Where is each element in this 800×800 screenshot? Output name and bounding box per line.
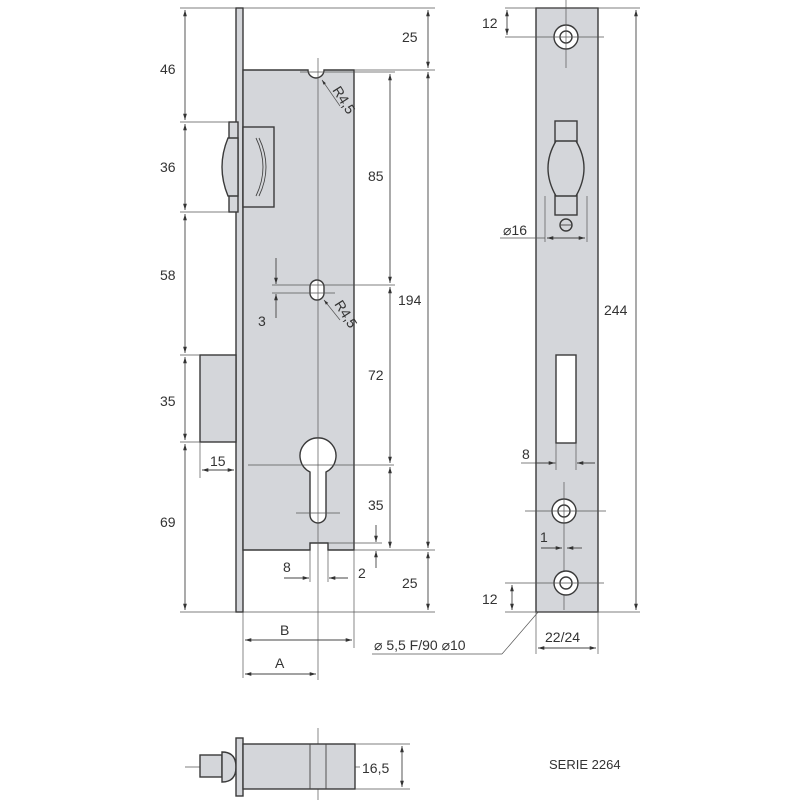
left-dimensions: 46 36 58 35 69 15 [160, 7, 236, 613]
dim-12-top: 12 [482, 15, 498, 31]
bottom-faceplate [235, 737, 244, 797]
dim-3: 3 [258, 313, 266, 329]
dim-8-front: 8 [283, 559, 291, 575]
dim-58: 58 [160, 267, 176, 283]
dim-244: 244 [604, 302, 628, 318]
latch-housing [242, 126, 275, 208]
dim-85: 85 [368, 168, 384, 184]
dim-25-bottom: 25 [402, 575, 418, 591]
dim-16-5: 16,5 [362, 760, 389, 776]
side-dimensions: 12 244 12 22/24 [482, 7, 640, 654]
dim-36: 36 [160, 159, 176, 175]
screw-spec: ⌀ 5,5 F/90 ⌀10 [374, 637, 466, 653]
dim-d16: ⌀16 [503, 222, 527, 238]
backset-dimensions: B A [242, 550, 355, 678]
dim-22-24: 22/24 [545, 629, 580, 645]
middle-slot [309, 279, 325, 301]
bottom-body [242, 743, 356, 790]
dim-2: 2 [358, 565, 366, 581]
bottom-latch-stub [199, 754, 223, 778]
side-view: ⌀16 8 1 [500, 0, 606, 613]
faceplate [235, 7, 244, 613]
bottom-latch-dome [221, 751, 237, 783]
latch-bolt [221, 137, 239, 197]
dim-194: 194 [398, 292, 422, 308]
screw-note: ⌀ 5,5 F/90 ⌀10 [372, 581, 565, 655]
latch-bottom [554, 194, 578, 216]
latch-knob [547, 140, 585, 197]
dim-72: 72 [368, 367, 384, 383]
dim-12-bottom: 12 [482, 591, 498, 607]
dim-b: B [280, 622, 289, 638]
dim-46: 46 [160, 61, 176, 77]
latch-top [554, 120, 578, 144]
dim-1: 1 [540, 529, 548, 545]
series-label: SERIE 2264 [549, 757, 621, 772]
dim-35-right: 35 [368, 497, 384, 513]
deadbolt-slot [555, 354, 577, 444]
front-view [199, 7, 395, 680]
dim-35-left: 35 [160, 393, 176, 409]
bottom-view: 16,5 [185, 728, 410, 800]
deadbolt [199, 354, 237, 443]
dim-15: 15 [210, 453, 226, 469]
dim-a: A [275, 655, 285, 671]
dim-8-side: 8 [522, 446, 530, 462]
dim-69: 69 [160, 514, 176, 530]
dim-25-top: 25 [402, 29, 418, 45]
